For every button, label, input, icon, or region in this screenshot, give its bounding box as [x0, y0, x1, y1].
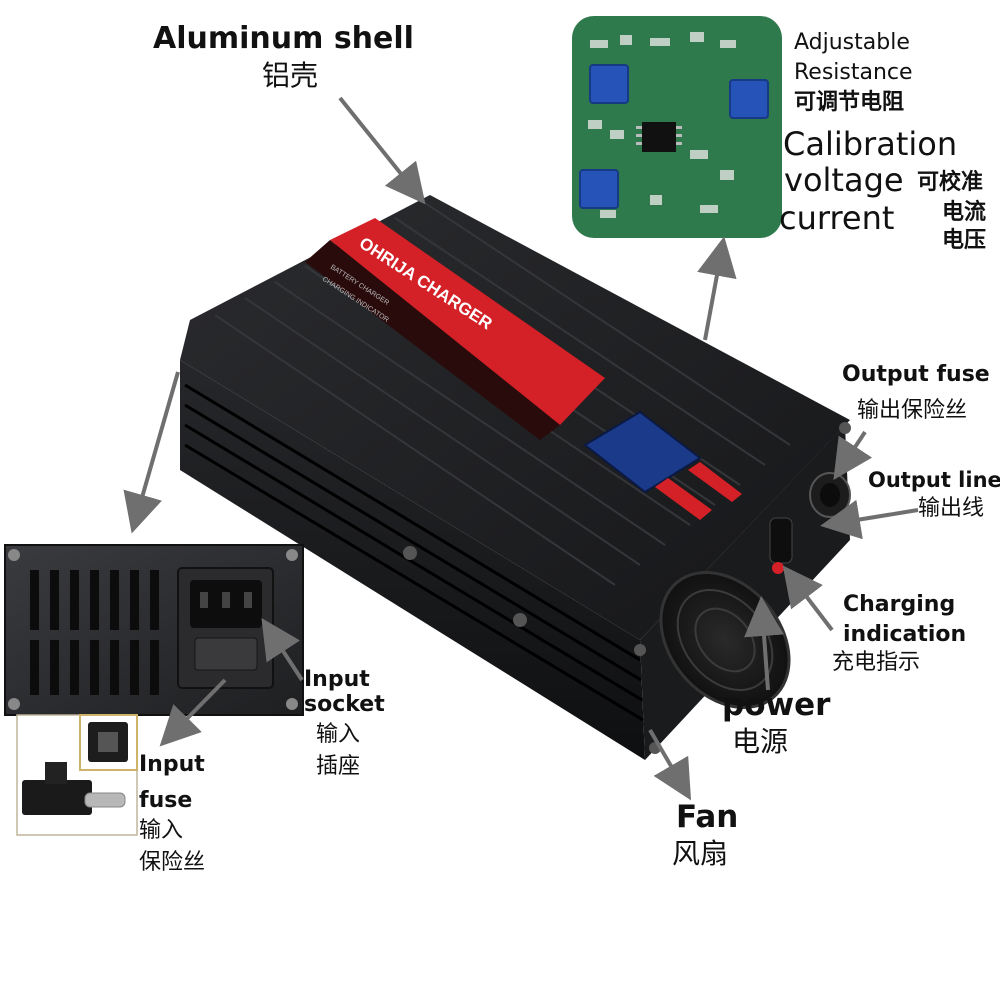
label-input-fuse-en1: Input [139, 752, 205, 777]
pcb-traces [588, 32, 736, 218]
label-input-socket-en2: socket [304, 692, 385, 717]
label-input-fuse-cn1: 输入 [139, 818, 184, 843]
front-screw [513, 613, 527, 627]
potentiometer [589, 64, 629, 104]
arrow-back-panel [123, 371, 180, 534]
arrow-input-fuse [159, 678, 227, 747]
brand-strip-dark [305, 240, 560, 440]
label-output-fuse-cn: 输出保险丝 [857, 398, 968, 423]
arrow-pcb [697, 236, 737, 341]
label-calibration-en1: Calibration [783, 125, 958, 163]
label-fan-en: Fan [676, 799, 739, 835]
label-input-socket-en1: Input [304, 667, 370, 692]
label-adjustable-cn: 可调节电阻 [794, 90, 905, 115]
arrow-input-socket [261, 617, 304, 682]
input-fuse-inset [16, 714, 138, 836]
label-input-socket-cn1: 输入 [316, 722, 361, 747]
front-screw [403, 546, 417, 560]
label-calibration-en3: current [779, 199, 895, 237]
label-power-en: power [722, 687, 831, 723]
label-calibration-cn1: 可校准 [917, 170, 984, 195]
label-charging-en2: indication [843, 622, 967, 647]
arrow-power [744, 596, 784, 691]
brand-strip [330, 218, 605, 425]
back-panel-inset [4, 544, 304, 716]
pcb-inset [572, 16, 782, 238]
arrow-output-fuse [833, 430, 873, 481]
label-input-socket-cn2: 插座 [316, 754, 361, 779]
output-line-grommet [769, 517, 793, 564]
front-grooves [184, 383, 644, 722]
arrow-aluminum-shell [338, 96, 426, 205]
label-adjustable-en1: Adjustable [794, 30, 910, 55]
label-fan-cn: 风扇 [672, 837, 729, 870]
label-aluminum-shell-en: Aluminum shell [153, 21, 414, 56]
arrow-output-line [820, 499, 919, 540]
arrow-charging-indication [782, 565, 834, 632]
label-calibration-cn3: 电压 [942, 228, 987, 253]
label-aluminum-shell-cn: 铝壳 [262, 59, 319, 92]
lcd-display [583, 410, 702, 494]
label-calibration-en2: voltage [784, 161, 904, 199]
charging-led [772, 562, 784, 574]
vent-slots [30, 570, 159, 695]
label-power-cn: 电源 [732, 725, 789, 758]
label-output-line-en: Output line [868, 468, 1000, 492]
label-adjustable-en2: Resistance [794, 60, 913, 85]
label-calibration-cn2: 电流 [942, 200, 987, 225]
arrow-fan [648, 728, 692, 801]
label-charging-en1: Charging [843, 592, 956, 617]
label-charging-cn: 充电指示 [832, 650, 921, 675]
label-input-fuse-cn2: 保险丝 [139, 850, 206, 875]
corner-mark [688, 462, 742, 502]
corner-mark [655, 478, 712, 520]
potentiometer [729, 79, 769, 119]
ic-chip [642, 122, 676, 152]
callout-arrows [123, 96, 919, 801]
charger-front-face [180, 360, 645, 760]
label-output-line-cn: 输出线 [918, 496, 985, 521]
potentiometer [579, 169, 619, 209]
fuse-drawer [22, 780, 92, 815]
charger-body [180, 195, 851, 760]
label-output-fuse-en: Output fuse [842, 362, 990, 387]
label-input-fuse-en2: fuse [139, 788, 193, 813]
fuse-cartridge [84, 792, 126, 808]
